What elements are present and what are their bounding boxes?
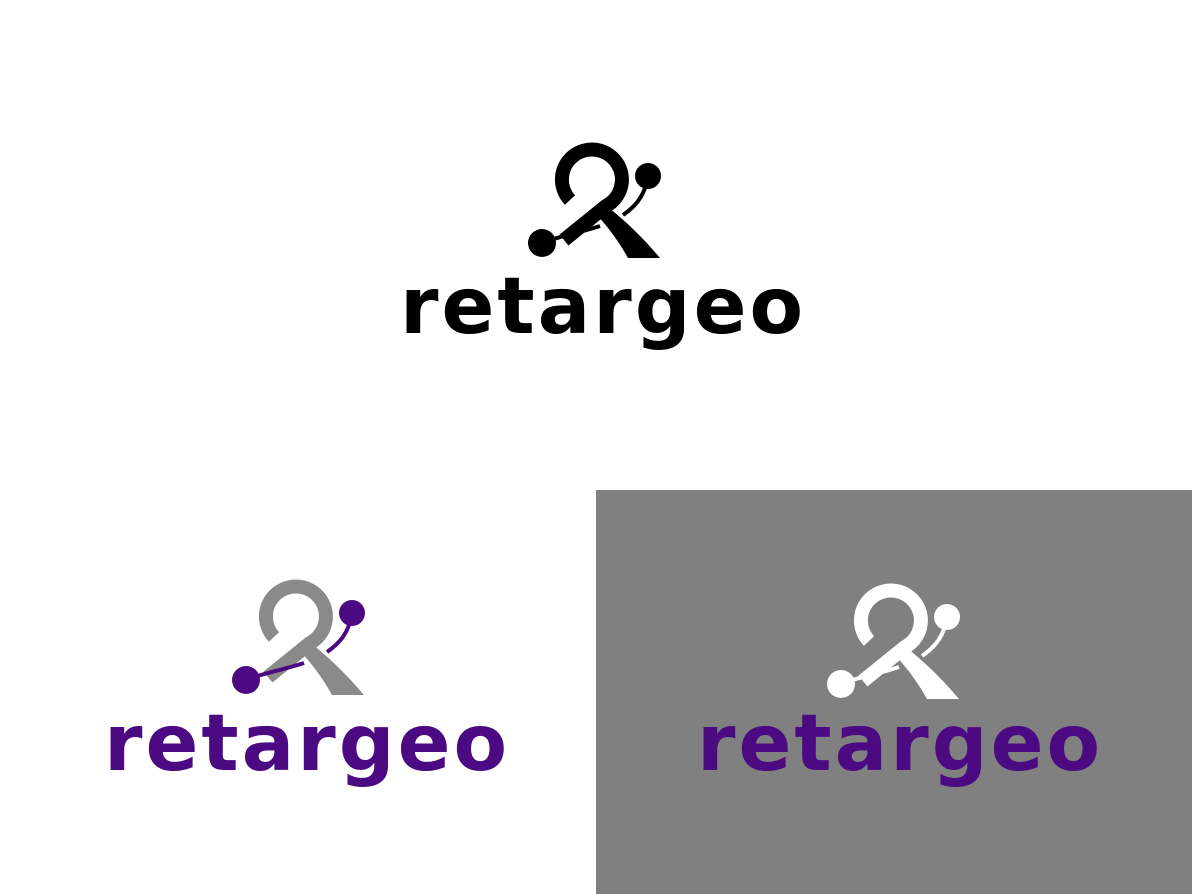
logo-dot-large: [528, 229, 556, 257]
logo-mark-icon: [232, 579, 365, 695]
logo-dot-small: [934, 604, 960, 630]
logo-wordmark: retargeo: [104, 699, 511, 789]
logo-dot-large: [232, 666, 260, 694]
logo-wordmark: retargeo: [400, 262, 807, 352]
logo-leg: [891, 645, 959, 699]
logo-leg: [296, 641, 364, 695]
logo-dot-large: [827, 670, 855, 698]
logo-leg: [592, 204, 660, 258]
logo-wordmark: retargeo: [697, 699, 1104, 789]
logo-loop: [258, 579, 333, 683]
gray-background-panel: [596, 490, 1192, 894]
logo-loop: [554, 142, 629, 246]
logo-dot-small: [635, 163, 661, 189]
logo-loop: [853, 583, 928, 687]
logo-mark-icon: [827, 583, 960, 699]
logo-mark-icon: [528, 142, 661, 258]
logo-dot-small: [339, 600, 365, 626]
